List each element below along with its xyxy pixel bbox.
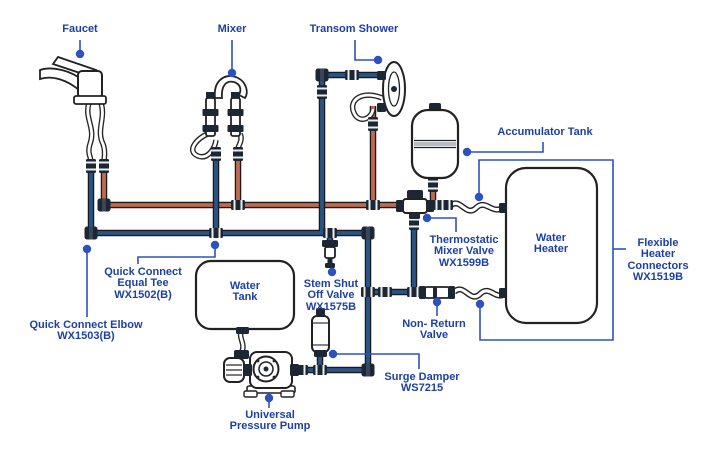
thermostatic-mixer-valve [396, 190, 434, 219]
surge-damper [311, 308, 330, 357]
label-surge-damper: Surge Damper WS7215 [384, 371, 460, 395]
leader-lines [79, 40, 626, 408]
label-non-return-valve: Non- Return Valve [402, 318, 466, 342]
label-quick-connect-equal-tee: Quick Connect Equal Tee WX1502(B) [104, 266, 182, 301]
label-thermostatic-mixer-valve: Thermostatic Mixer Valve WX1599B [429, 234, 499, 269]
water-tank [194, 259, 296, 334]
non-return-valve [419, 286, 455, 299]
label-quick-connect-elbow: Quick Connect Elbow WX1503(B) [29, 319, 143, 343]
label-water-heater: Water Heater [533, 232, 569, 256]
water-heater [504, 166, 599, 325]
faucet [39, 55, 107, 105]
label-mixer: Mixer [217, 23, 247, 35]
label-transom-shower: Transom Shower [309, 23, 399, 35]
accumulator-tank [410, 103, 460, 180]
universal-pressure-pump [223, 350, 299, 398]
label-water-tank: Water Tank [229, 280, 261, 304]
transom-shower [377, 61, 406, 117]
label-stem-shut-off-valve: Stem Shut Off Valve WX1575B [303, 278, 359, 313]
flexible-heater-connectors [447, 200, 509, 300]
label-accumulator-tank: Accumulator Tank [497, 126, 593, 138]
label-flexible-heater-connectors: Flexible Heater Connectors WX1519B [627, 237, 689, 284]
hot-water-pipes [100, 106, 450, 209]
label-universal-pressure-pump: Universal Pressure Pump [229, 409, 311, 433]
label-faucet: Faucet [62, 23, 98, 35]
mixer [202, 75, 248, 137]
leader-dots [75, 49, 485, 403]
stem-shut-off-valve [322, 240, 338, 268]
